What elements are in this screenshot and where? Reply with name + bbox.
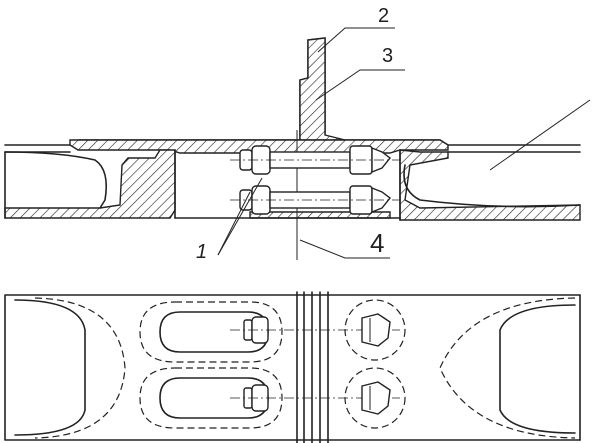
leader-4 <box>299 239 390 259</box>
plan-view <box>4 291 581 443</box>
label-2: 2 <box>378 5 389 27</box>
bolt-upper <box>230 145 400 175</box>
leader-1a <box>217 191 251 256</box>
leader-3 <box>315 69 405 101</box>
bolt-lower <box>230 185 400 215</box>
label-1: 1 <box>196 241 207 263</box>
leader-right <box>489 99 591 171</box>
nut-hole-lower <box>344 367 406 429</box>
right-web <box>399 149 581 221</box>
vertical-plate <box>299 37 346 141</box>
slot-upper <box>139 301 400 363</box>
left-recess <box>14 299 86 436</box>
left-recess-dashed <box>34 297 126 439</box>
slot-lower <box>139 367 400 429</box>
label-4: 4 <box>370 228 384 258</box>
leader-1b <box>217 177 263 256</box>
plan-outline <box>4 294 581 441</box>
section-view <box>4 27 591 260</box>
right-recess-dashed <box>439 297 576 439</box>
rail-outline <box>4 37 581 146</box>
leader-2 <box>317 27 395 53</box>
center-plate <box>296 291 329 443</box>
right-inner-curve <box>403 164 581 208</box>
nut-hole-upper <box>344 299 406 361</box>
left-web <box>4 149 176 219</box>
left-inner-curve <box>4 151 108 209</box>
label-3: 3 <box>382 45 393 67</box>
right-recess <box>499 304 576 434</box>
